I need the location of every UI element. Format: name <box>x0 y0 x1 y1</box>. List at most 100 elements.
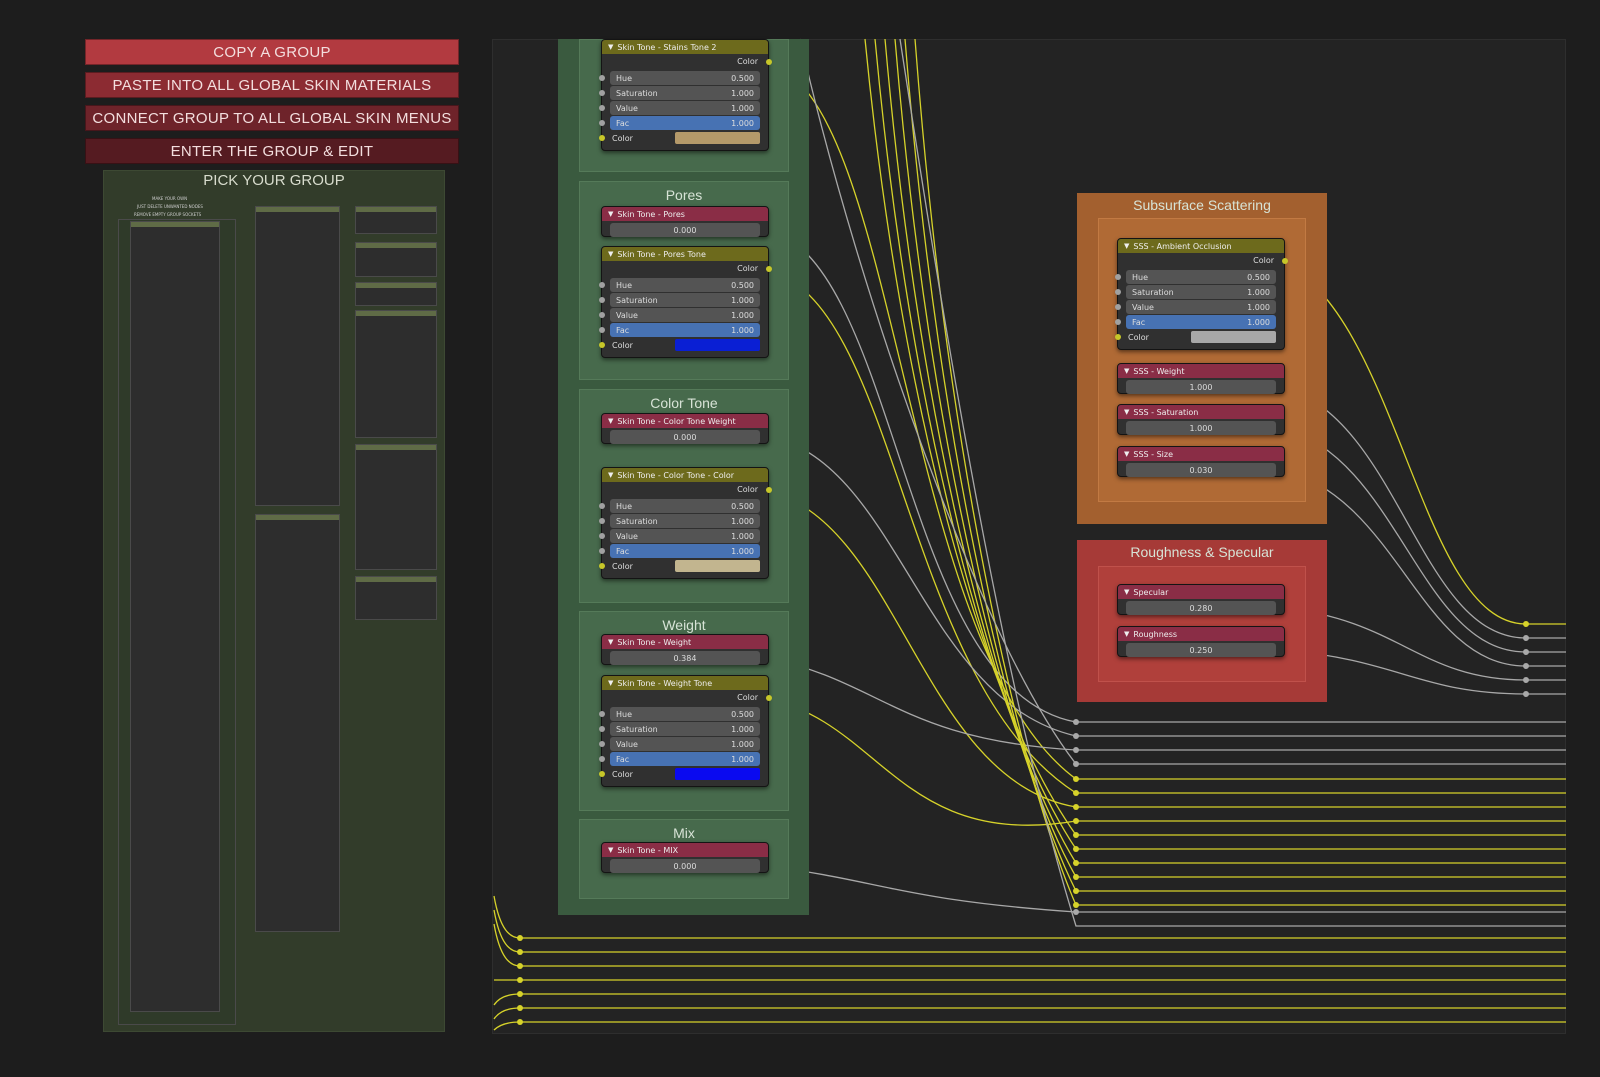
group-thumbnail-node[interactable] <box>255 206 340 506</box>
value-field[interactable]: 0.000 <box>610 430 760 444</box>
value-field[interactable]: 1.000 <box>1126 421 1276 435</box>
value-field[interactable]: 0.030 <box>1126 463 1276 477</box>
group-thumbnail-node[interactable] <box>130 221 220 1012</box>
input-socket[interactable] <box>599 533 605 539</box>
input-socket[interactable] <box>599 548 605 554</box>
input-socket[interactable] <box>599 756 605 762</box>
chevron-down-icon[interactable]: ▼ <box>608 679 614 687</box>
color-input-row[interactable]: Color <box>599 559 760 573</box>
node-sss-size[interactable]: ▼SSS - Size 0.030 <box>1117 446 1285 477</box>
group-thumbnail-node[interactable] <box>355 444 437 570</box>
node-header[interactable]: ▼Skin Tone - Stains Tone 2 <box>602 40 768 54</box>
input-socket[interactable] <box>599 75 605 81</box>
output-socket[interactable] <box>1282 258 1288 264</box>
node-roughness[interactable]: ▼Roughness 0.250 <box>1117 626 1285 657</box>
chevron-down-icon[interactable]: ▼ <box>608 210 614 218</box>
group-thumbnail-node[interactable] <box>355 242 437 277</box>
node-header[interactable]: ▼SSS - Size <box>1118 447 1284 461</box>
node-header[interactable]: ▼Skin Tone - Weight <box>602 635 768 649</box>
color-swatch[interactable] <box>1191 331 1276 343</box>
value-field[interactable]: 0.000 <box>610 859 760 873</box>
input-socket[interactable] <box>1115 334 1121 340</box>
input-socket[interactable] <box>599 342 605 348</box>
chevron-down-icon[interactable]: ▼ <box>608 471 614 479</box>
color-input-row[interactable]: Color <box>599 767 760 781</box>
node-header[interactable]: ▼Skin Tone - Color Tone Weight <box>602 414 768 428</box>
input-socket[interactable] <box>599 90 605 96</box>
copy-group-button[interactable]: COPY A GROUP <box>85 39 459 65</box>
color-swatch[interactable] <box>675 768 760 780</box>
node-header[interactable]: ▼Skin Tone - Weight Tone <box>602 676 768 690</box>
group-thumbnail-node[interactable] <box>355 310 437 438</box>
input-socket[interactable] <box>599 120 605 126</box>
color-swatch[interactable] <box>675 560 760 572</box>
color-swatch[interactable] <box>675 339 760 351</box>
node-header[interactable]: ▼SSS - Ambient Occlusion <box>1118 239 1284 253</box>
connect-all-skin-menus-button[interactable]: CONNECT GROUP TO ALL GLOBAL SKIN MENUS <box>85 105 459 131</box>
group-thumbnail-node[interactable] <box>255 514 340 932</box>
input-socket[interactable] <box>599 771 605 777</box>
input-socket[interactable] <box>599 518 605 524</box>
input-socket[interactable] <box>599 503 605 509</box>
chevron-down-icon[interactable]: ▼ <box>608 846 614 854</box>
input-socket[interactable] <box>1115 304 1121 310</box>
input-socket[interactable] <box>599 282 605 288</box>
chevron-down-icon[interactable]: ▼ <box>1124 367 1130 375</box>
enter-group-edit-button[interactable]: ENTER THE GROUP & EDIT <box>85 138 459 164</box>
input-socket[interactable] <box>599 312 605 318</box>
node-header[interactable]: ▼SSS - Saturation <box>1118 405 1284 419</box>
input-socket[interactable] <box>1115 289 1121 295</box>
value-field[interactable]: 0.000 <box>610 223 760 237</box>
node-pores[interactable]: ▼Skin Tone - Pores 0.000 <box>601 206 769 237</box>
input-socket[interactable] <box>599 135 605 141</box>
node-header[interactable]: ▼Skin Tone - Pores Tone <box>602 247 768 261</box>
node-header[interactable]: ▼SSS - Weight <box>1118 364 1284 378</box>
input-socket[interactable] <box>1115 319 1121 325</box>
node-mix[interactable]: ▼Skin Tone - MIX 0.000 <box>601 842 769 873</box>
input-socket[interactable] <box>599 726 605 732</box>
color-input-row[interactable]: Color <box>599 131 760 145</box>
color-input-row[interactable]: Color <box>599 338 760 352</box>
chevron-down-icon[interactable]: ▼ <box>608 417 614 425</box>
chevron-down-icon[interactable]: ▼ <box>1124 630 1130 638</box>
chevron-down-icon[interactable]: ▼ <box>1124 408 1130 416</box>
output-socket[interactable] <box>766 59 772 65</box>
chevron-down-icon[interactable]: ▼ <box>1124 242 1130 250</box>
node-weight[interactable]: ▼Skin Tone - Weight 0.384 <box>601 634 769 665</box>
input-socket[interactable] <box>599 711 605 717</box>
input-socket[interactable] <box>599 105 605 111</box>
group-thumbnail-node[interactable] <box>355 206 437 234</box>
value-field[interactable]: 0.384 <box>610 651 760 665</box>
node-header[interactable]: ▼Skin Tone - MIX <box>602 843 768 857</box>
node-specular[interactable]: ▼Specular 0.280 <box>1117 584 1285 615</box>
chevron-down-icon[interactable]: ▼ <box>608 250 614 258</box>
node-header[interactable]: ▼Skin Tone - Color Tone - Color <box>602 468 768 482</box>
color-swatch[interactable] <box>675 132 760 144</box>
node-sss-weight[interactable]: ▼SSS - Weight 1.000 <box>1117 363 1285 394</box>
value-field[interactable]: 1.000 <box>1126 380 1276 394</box>
input-socket[interactable] <box>599 327 605 333</box>
node-color-tone-weight[interactable]: ▼Skin Tone - Color Tone Weight 0.000 <box>601 413 769 444</box>
node-sss-saturation[interactable]: ▼SSS - Saturation 1.000 <box>1117 404 1285 435</box>
input-socket[interactable] <box>599 741 605 747</box>
chevron-down-icon[interactable]: ▼ <box>1124 588 1130 596</box>
paste-all-skin-materials-button[interactable]: PASTE INTO ALL GLOBAL SKIN MATERIALS <box>85 72 459 98</box>
chevron-down-icon[interactable]: ▼ <box>1124 450 1130 458</box>
